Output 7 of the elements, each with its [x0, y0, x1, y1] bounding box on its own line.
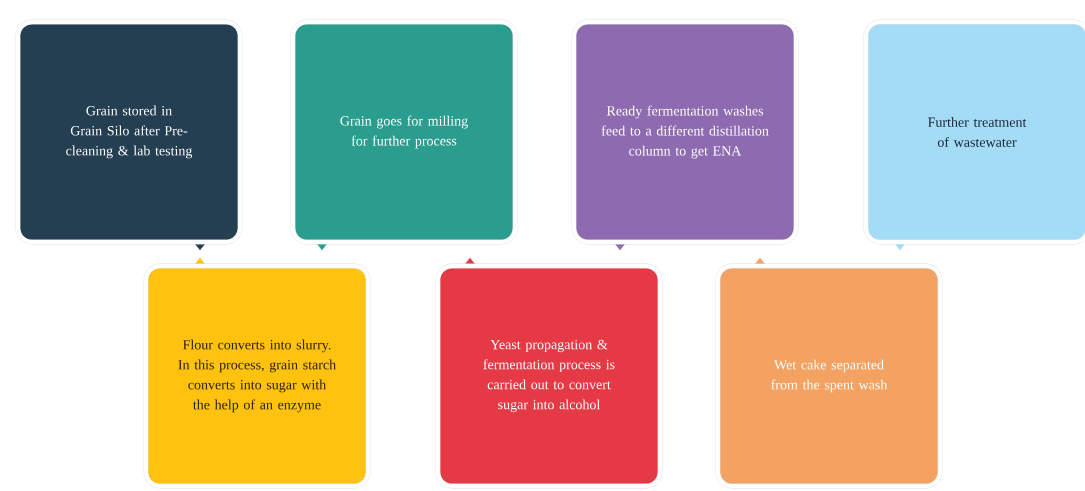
process-box: Yeast propagation & fermentation process is carried out to convert sugar into alcohol [435, 256, 663, 489]
process-box: Wet cake separated from the spent wash [715, 256, 943, 489]
process-box: Grain stored in Grain Silo after Pre-cleaning & lab testing [15, 19, 243, 252]
process-box: Flour converts into slurry. In this process, grain starch converts into sugar with the help of an enzyme [143, 256, 371, 489]
process-box: Further treatment of wastewater [863, 19, 1085, 252]
process-box: Ready fermentation washes feed to a different distillation column to get ENA [571, 19, 799, 252]
process-box: Grain goes for milling for further process [290, 19, 518, 252]
